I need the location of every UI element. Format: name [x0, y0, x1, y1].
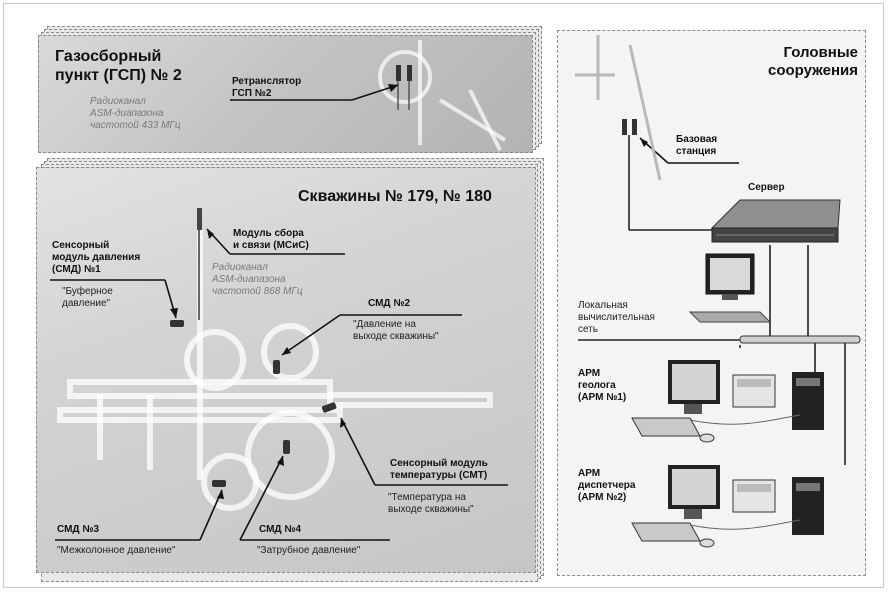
arm1-workstation-icon: [631, 360, 824, 443]
smt-title: Сенсорный модуль температуры (СМТ): [390, 458, 488, 481]
smd3-desc: "Межколонное давление": [57, 545, 176, 556]
wells-title: Скважины № 179, № 180: [298, 188, 492, 205]
collection-module-label: Модуль сбора и связи (МСиС): [233, 228, 309, 251]
smt-desc: "Температура на выходе скважины": [388, 492, 474, 515]
smd2-title: СМД №2: [368, 298, 411, 309]
arrowheads: [170, 84, 648, 499]
gsp-radio-label: Радиоканал ASM-диапазона частотой 433 МГ…: [90, 96, 181, 131]
smd1-desc: "Буферное давление": [62, 286, 113, 309]
arm1-label: АРМ геолога (АРМ №1): [578, 368, 627, 403]
wells-radio-label: Радиоканал ASM-диапазона частотой 868 МГ…: [212, 262, 303, 297]
sensor-icons: [170, 320, 337, 487]
arm2-workstation-icon: [631, 465, 824, 548]
arm2-label: АРМ диспетчера (АРМ №2): [578, 468, 636, 503]
smd1-title: Сенсорный модуль давления (СМД) №1: [52, 240, 141, 275]
collection-module-icon: [197, 208, 202, 320]
base-station-icon: [622, 119, 637, 230]
repeater-label: Ретранслятор ГСП №2: [232, 76, 302, 99]
base-station-label: Базовая станция: [676, 134, 718, 157]
smd2-desc: "Давление на выходе скважины": [353, 319, 439, 342]
lan-label: Локальная вычислительная сеть: [578, 300, 655, 335]
gsp-title: Газосборный пункт (ГСП) № 2: [55, 48, 182, 84]
head-title: Головные сооружения: [768, 44, 858, 79]
smd4-desc: "Затрубное давление": [257, 545, 361, 556]
gsp-illustration: [378, 40, 507, 151]
lan-bus: [739, 335, 861, 344]
wellhead-illustration: [57, 230, 493, 511]
head-tower-illustration: [575, 35, 662, 181]
server-icon: [710, 199, 841, 243]
smd3-title: СМД №3: [57, 524, 100, 535]
figure-frame: [3, 3, 884, 588]
lan-monitor-icon: [688, 253, 772, 323]
smd4-title: СМД №4: [259, 524, 302, 535]
server-label: Сервер: [748, 182, 785, 193]
